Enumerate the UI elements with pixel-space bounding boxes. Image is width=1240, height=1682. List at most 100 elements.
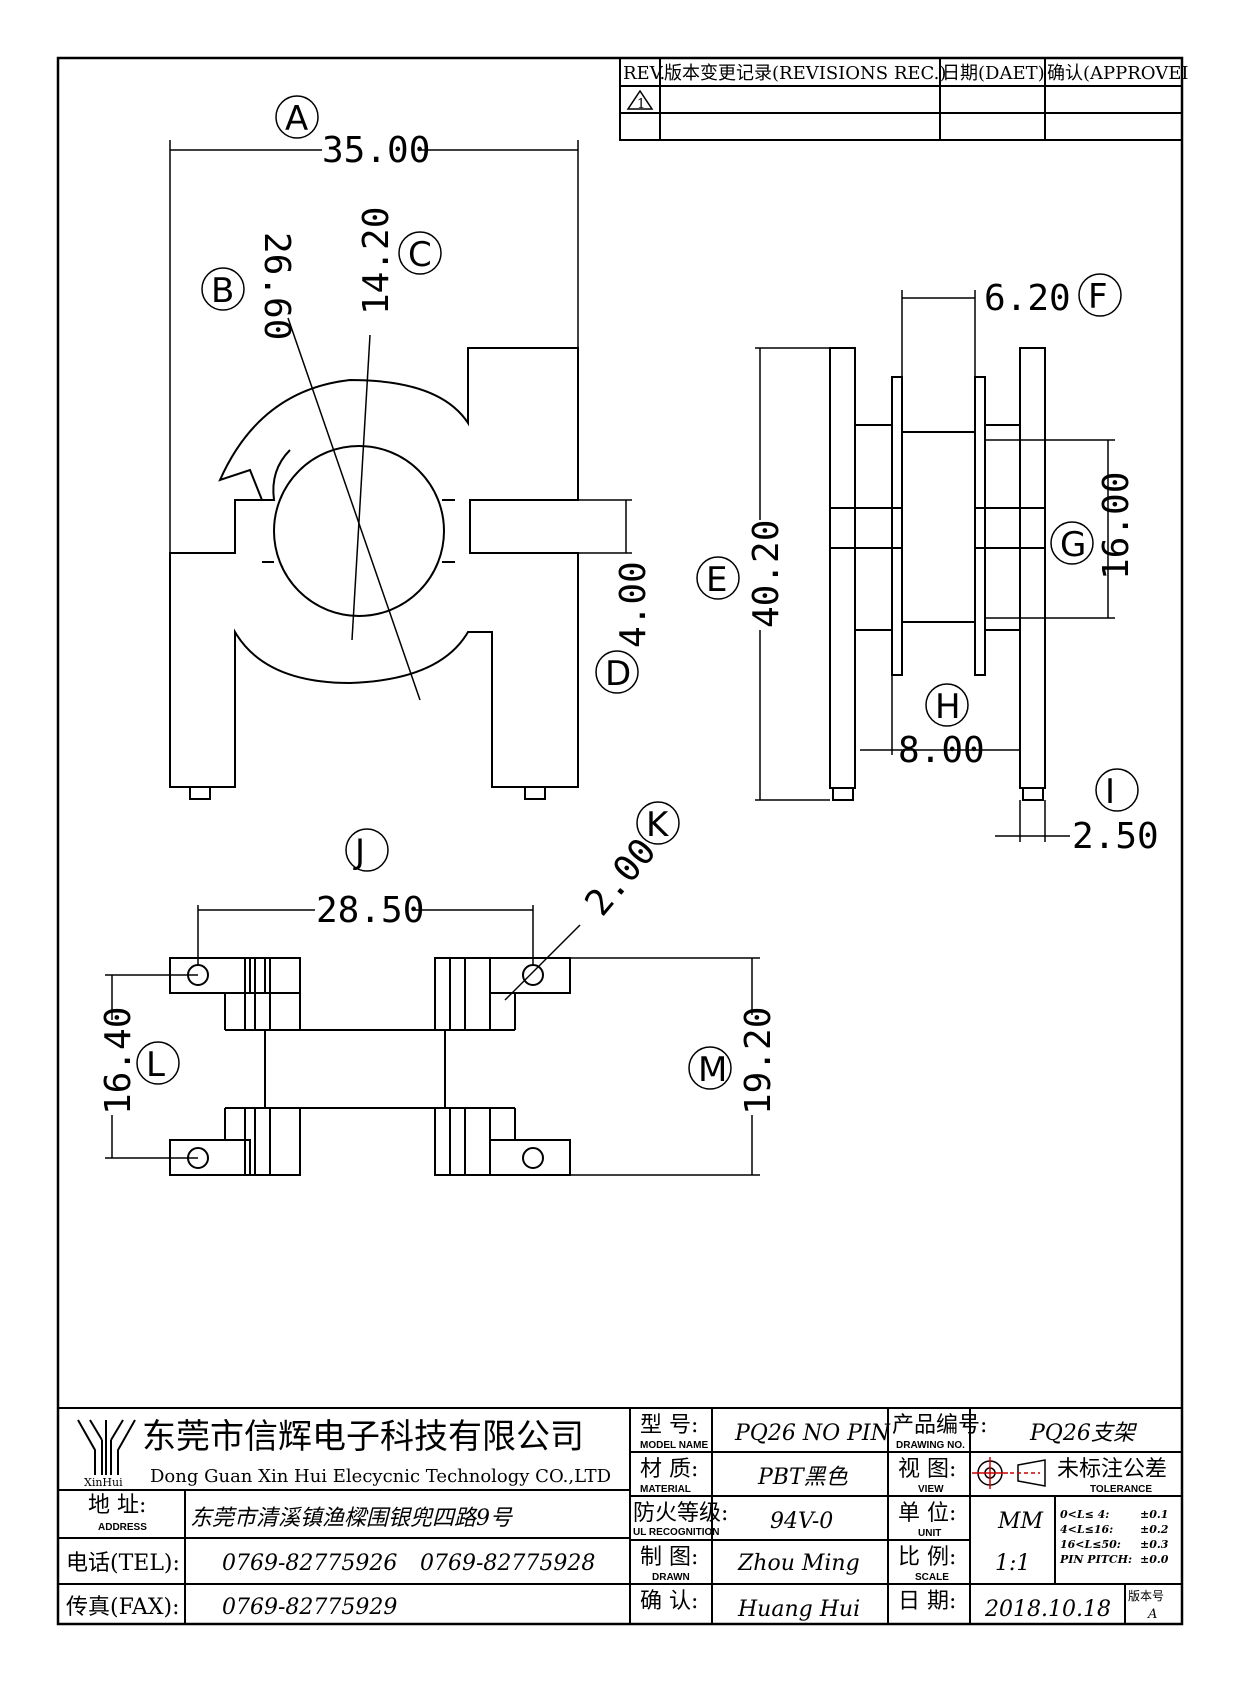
product-no-label-en: DRAWING NO. (896, 1440, 965, 1451)
dimension-G (985, 439, 1115, 619)
dimension-E (755, 347, 830, 801)
dimension-D (578, 499, 632, 554)
address-value: 东莞市清溪镇渔樑围银兜四路9号 (190, 1506, 513, 1531)
tol-value: ±0.1 (1140, 1508, 1168, 1521)
dim-C-label-circle (398, 231, 442, 275)
dim-G-value: 16.00 (1096, 472, 1137, 580)
company-logo (77, 1419, 136, 1475)
dim-F-label-circle (1078, 273, 1122, 317)
fax-label: 传真(FAX): (66, 1595, 179, 1620)
drawn-label: 制 图: (640, 1545, 698, 1570)
rev-header: REV. (623, 63, 665, 84)
projection-symbol-icon (972, 1457, 1046, 1489)
dim-K-label-circle (636, 801, 680, 845)
tolerance-label-en: TOLERANCE (1090, 1484, 1152, 1495)
dim-F-letter: F (1088, 277, 1108, 317)
fire-rating-value: 94V-0 (770, 1509, 833, 1534)
dim-K-letter: K (646, 805, 670, 845)
confirm-label: 确 认: (640, 1589, 698, 1614)
material-value: PBT黑色 (757, 1465, 849, 1490)
drawn-label-en: DRAWN (652, 1572, 690, 1583)
dim-D-value: 4.00 (613, 561, 654, 648)
bottom-view (169, 957, 571, 1176)
tol-value: ±0.2 (1140, 1523, 1169, 1536)
tol-range: 0<L≤ 4: (1060, 1508, 1109, 1521)
model-label: 型 号: (640, 1413, 698, 1438)
dim-J-value: 28.50 (316, 890, 424, 931)
material-label: 材 质: (640, 1457, 698, 1482)
revision-triangle-icon (626, 89, 654, 110)
dimension-F (901, 290, 976, 377)
dim-L-label-circle (136, 1041, 180, 1085)
dim-A-letter: A (285, 99, 308, 139)
revision-table: REV. 版本变更记录(REVISIONS REC.) 日期(DAET) 确认(… (619, 57, 1189, 141)
address-label: 地 址: (88, 1493, 146, 1518)
dim-E-value: 40.20 (746, 520, 787, 628)
dim-M-value: 19.20 (738, 1007, 779, 1115)
dim-I-label-circle (1095, 768, 1139, 812)
dim-I-value: 2.50 (1072, 816, 1159, 857)
dim-J-letter: J (353, 832, 365, 872)
dim-H-label-circle (925, 683, 969, 727)
product-no-label: 产品编号: (892, 1413, 987, 1438)
fax-value: 0769-82775929 (222, 1595, 397, 1620)
unit-label: 单 位: (898, 1501, 956, 1526)
dimension-M (570, 957, 760, 1176)
dim-F-value: 6.20 (984, 278, 1071, 319)
model-label-en: MODEL NAME (640, 1440, 708, 1451)
tolerance-label: 未标注公差 (1057, 1457, 1167, 1482)
dim-H-letter: H (935, 687, 961, 727)
title-block-grid (57, 1407, 1183, 1625)
dimension-A (169, 140, 579, 553)
fire-rating-label: 防火等级: (633, 1501, 728, 1526)
revisions-records-header: 版本变更记录(REVISIONS REC.) (664, 63, 946, 84)
dim-E-label-circle (696, 556, 740, 600)
dim-G-letter: G (1060, 525, 1086, 565)
dim-A-value: 35.00 (322, 130, 430, 171)
model-value: PQ26 NO PIN (734, 1421, 891, 1446)
dim-A-label-circle (275, 95, 319, 139)
scale-label-en: SCALE (915, 1572, 949, 1583)
material-label-en: MATERIAL (640, 1484, 691, 1495)
dim-J-label-circle (345, 828, 389, 872)
side-view (829, 347, 1046, 801)
tol-range: 4<L≤16: (1060, 1523, 1113, 1536)
scale-value: 1:1 (995, 1551, 1030, 1576)
date-value: 2018.10.18 (984, 1597, 1111, 1622)
view-label: 视 图: (898, 1457, 956, 1482)
tolerance-table: 0<L≤ 4: ±0.1 4<L≤16: ±0.2 16<L≤50: ±0.3 … (1059, 1508, 1169, 1566)
dim-C-value: 14.20 (356, 207, 397, 315)
version-label: 版本号 (1128, 1589, 1164, 1603)
dim-I-letter: I (1105, 772, 1115, 812)
revision-approve-header: 确认(APPROVEI (1047, 63, 1189, 84)
view-label-en: VIEW (918, 1484, 944, 1495)
tol-value: ±0.0 (1140, 1553, 1169, 1566)
dim-M-label-circle (688, 1046, 732, 1090)
dim-L-letter: L (146, 1045, 165, 1085)
confirm-value: Huang Hui (737, 1597, 860, 1622)
company-name-en: Dong Guan Xin Hui Elecycnic Technology C… (150, 1466, 611, 1487)
dim-H-value: 8.00 (898, 730, 985, 771)
tel2-value: 0769-82775928 (420, 1551, 595, 1576)
unit-value: MM (997, 1509, 1044, 1534)
date-label: 日 期: (898, 1589, 956, 1614)
dim-D-letter: D (605, 654, 631, 694)
dim-C-letter: C (408, 235, 432, 275)
dim-L-value: 16.40 (98, 1007, 139, 1115)
scale-label: 比 例: (898, 1545, 956, 1570)
drawn-value: Zhou Ming (737, 1551, 860, 1576)
dimension-I (995, 800, 1070, 842)
tel-label: 电话(TEL): (66, 1551, 180, 1576)
tel1-value: 0769-82775926 (222, 1551, 397, 1576)
dim-B-letter: B (211, 271, 234, 311)
unit-label-en: UNIT (918, 1528, 941, 1539)
dimension-L (105, 974, 198, 1159)
dim-E-letter: E (706, 560, 727, 600)
dim-B-label-circle (201, 267, 245, 311)
product-no-value: PQ26支架 (1029, 1421, 1138, 1446)
logo-text: XinHui (84, 1476, 123, 1489)
front-view (169, 347, 579, 800)
dimension-B-line (287, 317, 421, 701)
fire-rating-label-en: UL RECOGNITION (633, 1527, 719, 1538)
